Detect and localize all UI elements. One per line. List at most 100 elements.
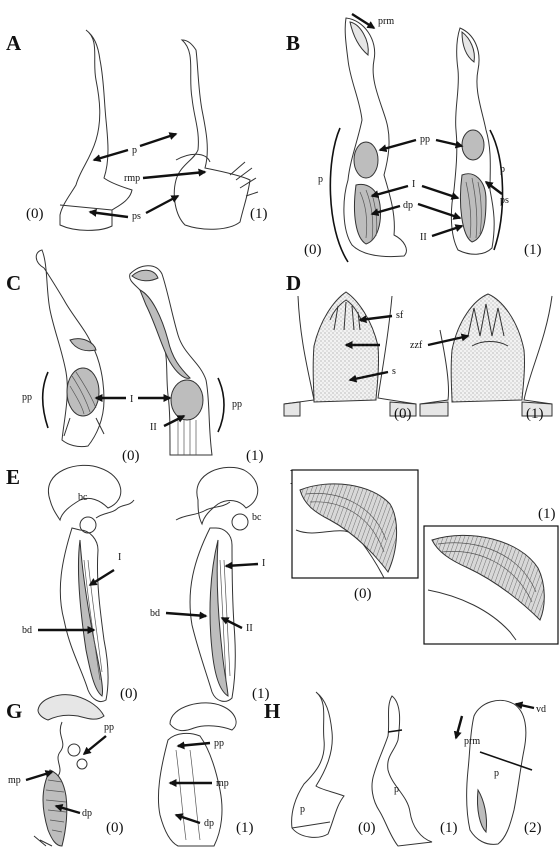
panel-d-organ-0-base: [283, 401, 417, 417]
panel-c-organ-1-bulb: [170, 379, 204, 421]
panel-e-organ-0-duct: [95, 499, 135, 519]
label-b-ps: ps: [500, 195, 509, 206]
label-c-ii: II: [150, 422, 157, 433]
arrow-g-pp-right: [176, 741, 211, 750]
label-d-sf: sf: [396, 310, 404, 321]
panel-b-organ-1-stripes: [465, 177, 482, 239]
panel-c: C pp pp I II (0) (1): [6, 249, 264, 464]
state-a-1: (1): [250, 206, 268, 222]
arrow-a-ps-right: [145, 194, 180, 215]
state-b-1: (1): [524, 242, 542, 258]
arrow-h-prm: [453, 715, 464, 740]
state-e-0: (0): [120, 686, 138, 702]
panel-f-organ-1-stripes: [437, 542, 537, 603]
state-c-1: (1): [246, 448, 264, 464]
panel-a-organ-1-band: [175, 153, 211, 163]
label-e-bc-right: bc: [252, 512, 262, 523]
panel-d-organ-1-sac: [450, 293, 526, 403]
panel-e-organ-1-duct-shaded: [209, 539, 229, 697]
panel-b-organ-0-tip: [349, 21, 369, 56]
panel-d-organ-1-base: [419, 401, 553, 417]
panel-c-organ-0-base: [63, 417, 105, 437]
state-d-0: (0): [394, 406, 412, 422]
label-c-pp-right: pp: [232, 399, 242, 410]
state-e-1: (1): [252, 686, 270, 702]
panel-e-organ-0-stripes: [83, 559, 103, 681]
panel-c-organ-1-stripes: [177, 420, 197, 455]
label-d-s: s: [392, 366, 396, 377]
panel-e-organ-1-duct: [175, 501, 231, 521]
state-h-0: (0): [358, 820, 376, 836]
panel-c-organ-1-duct: [139, 288, 191, 379]
panel-f-organ-0-stripes: [305, 493, 387, 553]
panel-c-letter: C: [6, 271, 21, 295]
state-g-1: (1): [236, 820, 254, 836]
panel-b-organ-1-tip: [461, 30, 475, 63]
arrow-a-p-left: [92, 148, 129, 163]
label-b-p-right: p: [500, 164, 505, 175]
label-a-rmp: rmp: [124, 173, 140, 184]
panel-g-letter: G: [6, 699, 22, 723]
panel-e-organ-0-cap: [47, 464, 122, 522]
label-h-p0: p: [300, 804, 305, 815]
label-g-pp-left: pp: [104, 722, 114, 733]
label-g-mp-left: mp: [8, 775, 21, 786]
arrow-a-rmp: [142, 168, 207, 180]
label-c-i: I: [130, 394, 133, 405]
label-c-pp-left: pp: [22, 392, 32, 403]
panel-g-organ-0-coil: [57, 721, 64, 777]
panel-a-organ-1-filaments: [229, 161, 259, 197]
label-h-p1: p: [394, 784, 399, 795]
panel-h-organ-1-marker: [387, 729, 403, 733]
arrow-g-dp-right: [174, 813, 201, 825]
panel-b-organ-0: [343, 17, 407, 258]
panel-d-organ-1-wall: [419, 295, 553, 405]
panel-a: A p rmp ps (0) (1): [6, 29, 268, 231]
state-h-1: (1): [440, 820, 458, 836]
label-b-p-left: p: [318, 174, 323, 185]
state-a-0: (0): [26, 206, 44, 222]
panel-h-organ-2-marker: [479, 751, 533, 771]
label-d-zzf: zzf: [410, 340, 423, 351]
panel-g-organ-0-bulb-2: [76, 758, 88, 770]
arrow-g-dp-left: [54, 803, 81, 815]
panel-f-organ-1-outline: [427, 589, 517, 641]
panel-d-organ-0-folds: [329, 299, 363, 331]
panel-d: D sf zzf s (0) (1): [283, 271, 553, 422]
label-e-i-right: I: [262, 558, 265, 569]
label-e-i-left: I: [118, 552, 121, 563]
state-b-0: (0): [304, 242, 322, 258]
panel-b-organ-0-bulb: [353, 141, 379, 179]
panel-e-organ-0-bursa: [79, 516, 97, 534]
panel-f-organ-1-stylet: [431, 534, 545, 621]
state-f-0: (0): [354, 586, 372, 602]
label-h-vd: vd: [536, 704, 546, 715]
label-a-p: p: [132, 145, 137, 156]
arrow-b-i-right: [421, 184, 460, 200]
label-b-prm: prm: [378, 16, 394, 27]
panel-h: H p p p prm vd (1) (0) (2): [264, 691, 546, 847]
panel-e-organ-1-cap: [196, 466, 259, 526]
state-h-2: (2): [524, 820, 542, 836]
arrow-a-ps-left: [88, 208, 129, 219]
panel-e-organ-0-body: [59, 527, 109, 703]
label-b-ii: II: [420, 232, 427, 243]
panel-d-organ-1-zigzag-folds: [467, 303, 509, 347]
arrow-h-vd: [514, 701, 535, 710]
arrow-e-i-left: [88, 568, 115, 587]
panel-g-organ-0-bulb-1: [67, 743, 81, 757]
arrow-d-sf: [358, 314, 393, 324]
panel-e-organ-1-body: [189, 527, 236, 702]
panel-c-organ-0: [35, 249, 105, 448]
label-e-bd-right: bd: [150, 608, 160, 619]
label-b-i: I: [412, 179, 415, 190]
panel-h-organ-1: [371, 695, 433, 847]
label-g-dp-right: dp: [204, 818, 214, 829]
label-g-dp-left: dp: [82, 808, 92, 819]
arrow-b-prm: [351, 12, 376, 30]
panel-e-letter: E: [6, 465, 20, 489]
panel-c-bracket-right: [217, 377, 225, 433]
panel-e: E bc bc I I bd bd II (0) (1): [6, 464, 270, 703]
arrow-a-p-right: [139, 132, 178, 148]
